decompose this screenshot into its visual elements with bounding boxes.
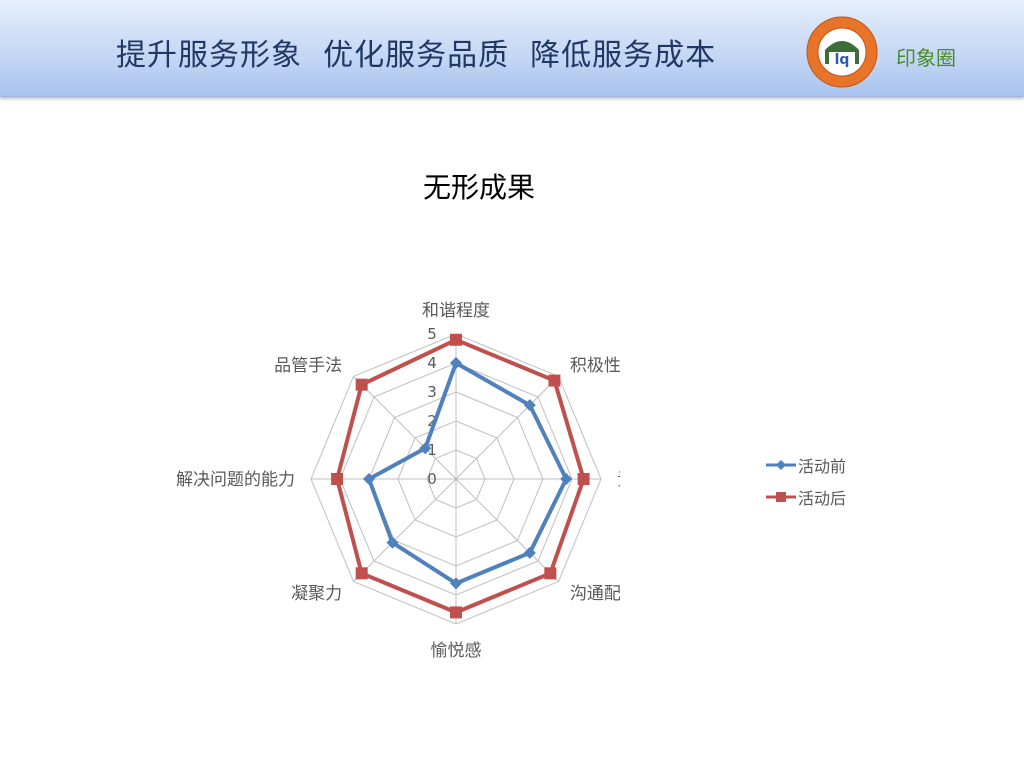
radar-point: [355, 567, 368, 580]
svg-text:lq: lq: [835, 52, 850, 68]
radar-category-label: 责任感: [617, 470, 620, 490]
radar-category-label: 品管手法: [274, 356, 342, 376]
legend-label-after: 活动后: [798, 489, 847, 508]
radar-category-label: 和谐程度: [422, 301, 490, 321]
radar-point: [577, 473, 590, 485]
radar-category-label: 愉悦感: [431, 641, 482, 661]
radar-point: [560, 473, 573, 485]
radar-spoke: [353, 376, 457, 480]
radar-tick-label: 5: [427, 325, 437, 343]
radar-category-label: 解决问题的能力: [176, 470, 295, 490]
radar-point: [450, 357, 462, 369]
radar-spoke: [455, 376, 559, 480]
radar-point: [450, 606, 462, 619]
legend-label-before: 活动前: [798, 457, 847, 476]
hospital-logo-icon: lq: [806, 16, 878, 88]
radar-category-label: 沟通配合: [570, 584, 620, 604]
radar-chart: 0 1 2 3 4 5 和谐程度积极性责任感沟通配合愉悦感 凝聚力 解决问题的能力 品管手法: [176, 301, 620, 661]
radar-tick-label: 1: [427, 441, 437, 459]
radar-point: [523, 546, 536, 559]
radar-point: [363, 473, 375, 485]
header-title: 提升服务形象 优化服务品质 降低服务成本: [116, 38, 717, 73]
radar-tick-label: 4: [427, 354, 437, 372]
legend-item-after: 活动后: [766, 481, 846, 513]
radar-point: [548, 374, 561, 387]
radar-point: [386, 536, 399, 549]
radar-point: [450, 577, 462, 590]
radar-point: [355, 378, 368, 391]
radar-category-label: 凝聚力: [291, 584, 342, 604]
radar-point: [523, 399, 536, 412]
legend-square-marker-icon: [766, 492, 796, 502]
header-bar: 提升服务形象 优化服务品质 降低服务成本 lq 印象圈: [0, 0, 1024, 97]
legend-item-before: 活动前: [766, 449, 846, 481]
radar-tick-label: 0: [427, 470, 437, 488]
radar-category-label: 积极性: [570, 356, 620, 376]
radar-point: [331, 473, 344, 485]
radar-spoke: [353, 478, 457, 582]
radar-tick-label: 3: [427, 383, 437, 401]
radar-spoke: [455, 478, 559, 582]
radar-point: [450, 333, 462, 346]
legend-diamond-marker-icon: [766, 460, 796, 470]
brand-name: 印象圈: [896, 46, 956, 70]
radar-point: [544, 567, 557, 580]
chart-legend: 活动前 活动后: [766, 449, 846, 513]
radar-point: [419, 442, 432, 455]
chart-title: 无形成果: [422, 171, 535, 204]
radar-tick-label: 2: [427, 412, 437, 430]
